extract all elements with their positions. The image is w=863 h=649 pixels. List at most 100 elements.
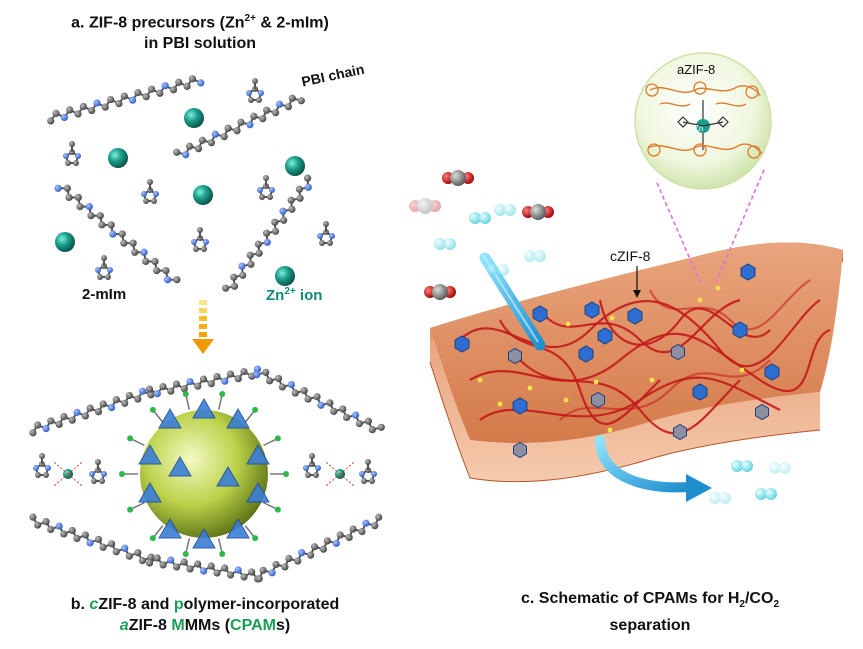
pbi-ring	[645, 83, 659, 97]
callout-lines	[656, 169, 765, 283]
pbi-fragment	[649, 85, 761, 97]
azif-site	[697, 297, 703, 303]
azif-site	[715, 285, 721, 291]
azif-site	[565, 321, 571, 327]
polymer-fiber	[539, 298, 741, 354]
h2-molecule	[731, 460, 753, 472]
czif-crystal	[740, 263, 756, 281]
zn-ion	[193, 185, 213, 205]
panel-b-structure	[29, 365, 385, 583]
czif-crystal	[591, 391, 605, 409]
mim-molecule	[141, 179, 159, 204]
2mim-label: 2-mIm	[82, 286, 127, 303]
co2-molecule	[409, 198, 441, 214]
framework-bonds	[119, 391, 289, 557]
mim-molecule	[95, 255, 113, 280]
azif-molecule	[645, 81, 763, 159]
czif-crystal	[671, 343, 685, 361]
zn-tetrahedron	[246, 444, 270, 465]
pbi-ring	[747, 145, 761, 159]
czif-crystal	[513, 441, 527, 459]
pbi-chain	[255, 513, 383, 583]
czif-crystal	[732, 321, 748, 339]
membrane-top-surface	[430, 242, 843, 444]
pbi-chain	[29, 513, 155, 565]
czif-crystal	[578, 345, 594, 363]
polymer-fiber	[459, 299, 821, 368]
mim-molecule	[89, 459, 107, 484]
mim-molecule	[191, 227, 209, 252]
co2-molecule	[522, 204, 554, 220]
azif-site	[563, 397, 569, 403]
czif-label: cZIF-8	[610, 248, 651, 264]
zn-tetrahedra	[138, 398, 270, 549]
czif-crystal	[627, 307, 643, 325]
azif-site	[649, 377, 655, 383]
polymer-fiber	[469, 328, 831, 393]
pbi-chain	[54, 184, 181, 284]
mim-molecule	[303, 453, 321, 478]
pbi-chain	[221, 174, 312, 292]
czif-crystal	[673, 423, 687, 441]
czif-crystal	[692, 383, 708, 401]
h2-molecule	[709, 492, 731, 504]
czif-crystal	[454, 335, 470, 353]
mim-molecule	[246, 78, 264, 103]
pbi-fragment	[659, 102, 691, 107]
zn-ion	[285, 156, 305, 176]
zn-tetrahedron	[246, 482, 270, 503]
polymer-fiber	[649, 279, 811, 331]
h2-molecule	[487, 264, 509, 276]
zn-tetrahedron	[138, 444, 162, 465]
pbi-chain	[173, 94, 305, 159]
zn-tetrahedron	[158, 518, 182, 539]
mim-molecule	[359, 459, 377, 484]
zn-tetrahedron	[226, 518, 250, 539]
czif-crystal	[508, 347, 522, 365]
azif-site	[609, 315, 615, 321]
panel-a-title: a. ZIF-8 precursors (Zn2+ & 2-mIm) in PB…	[71, 13, 329, 53]
azif-sites	[477, 285, 745, 433]
zn-tetrahedron	[216, 466, 240, 487]
polymer-fiber	[519, 359, 741, 435]
zn-tetrahedron	[192, 398, 216, 419]
mim-molecule	[63, 141, 81, 166]
co2-molecule	[424, 284, 456, 300]
h2-molecule	[469, 212, 491, 224]
polymer-fiber	[499, 319, 661, 425]
panel-a-zn-ions	[55, 108, 305, 286]
panel-c-title: c. Schematic of CPAMs for H2/CO2 separat…	[521, 590, 779, 635]
zn-ion	[55, 232, 75, 252]
zn-tetrahedron	[168, 456, 192, 477]
azif-zn-center: Zn	[694, 124, 704, 133]
h2-molecule	[524, 250, 546, 262]
permeate-arrow	[595, 435, 712, 502]
zn-ion	[275, 266, 295, 286]
azif-site	[593, 379, 599, 385]
pbi-ring	[693, 143, 707, 157]
pbi-ring	[693, 81, 707, 95]
azif-site	[527, 385, 533, 391]
pbi-chain	[29, 387, 155, 437]
polymer-fibers	[459, 279, 831, 435]
amorphous-zif-sphere	[140, 410, 268, 538]
pbi-chain	[145, 554, 262, 583]
czif-crystal	[764, 363, 780, 381]
mim-molecule	[33, 453, 51, 478]
h2-molecule	[769, 462, 791, 474]
panel-b-title: b. cZIF-8 and polymer-incorporated aZIF-…	[70, 596, 340, 634]
czif-crystal	[584, 301, 600, 319]
h2-molecule	[494, 204, 516, 216]
czif-crystals	[454, 263, 780, 459]
czif-crystal	[597, 327, 613, 345]
azif-site	[739, 367, 745, 373]
zn-tetrahedron	[138, 482, 162, 503]
czif-crystal	[755, 403, 769, 421]
czif-crystal	[512, 397, 528, 415]
pbi-ring	[647, 143, 661, 157]
pbi-fragment	[715, 102, 747, 107]
panel-a-2mim-molecules	[63, 78, 335, 280]
czif-crystal	[532, 305, 548, 323]
